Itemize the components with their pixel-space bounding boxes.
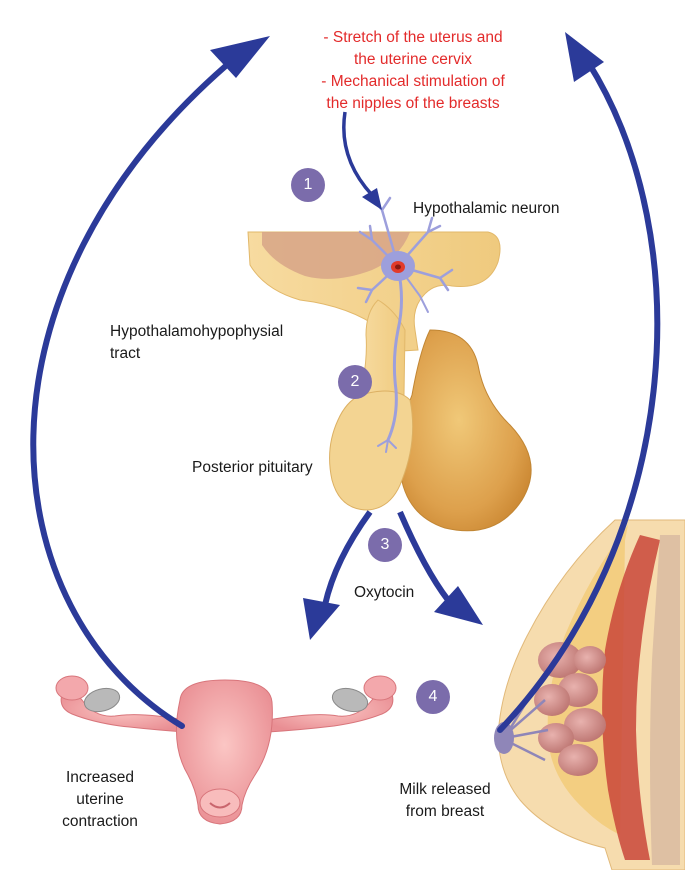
uterus-right-fimbria [363,675,397,701]
arrow-pituitary-to-breast [397,510,451,602]
step-3-badge: 3 [368,528,402,562]
stimulus-line-3: - Mechanical stimulation of [321,73,505,90]
step-4-badge: 4 [416,680,450,714]
stimulus-line-1: - Stretch of the uterus and [323,29,503,46]
tract-label-line-2: tract [110,345,141,362]
stimulus-line-4: the nipples of the breasts [326,95,500,112]
breast-illustration [494,519,685,871]
stimulus-line-2: the uterine cervix [353,51,473,68]
arrowhead-stimulus-to-neuron [362,188,382,210]
step-2-badge: 2 [338,365,372,399]
feedback-arrows [30,32,661,733]
tract-label-line-1: Hypothalamohypophysial [110,323,284,340]
posterior-pituitary-lobe [329,390,414,511]
uterus-label-line-2: uterine [76,791,124,808]
breast-label-line-1: Milk released [399,781,491,798]
arrowhead-right-up [565,32,604,82]
arrow-pituitary-to-uterus [322,510,373,606]
arrow-uterus-to-stimulus [30,55,238,729]
arrow-breast-to-stimulus [497,59,661,733]
arrowhead-to-breast [434,586,483,625]
left-ovary [83,687,121,713]
uterus-label-line-3: contraction [62,813,138,830]
arrowhead-to-uterus [303,598,340,640]
uterus-label-line-1: Increased [65,769,135,786]
rib-column [650,535,680,865]
arrow-stimulus-to-neuron [342,111,374,197]
pectoral-muscle [602,535,660,860]
hypothalamic-neuron-label: Hypothalamic neuron [413,200,560,217]
right-ovary [331,687,369,713]
step-1-badge: 1 [291,168,325,202]
breast-label-line-2: from breast [405,803,485,820]
third-ventricle-region [262,232,410,279]
uterus-left-fimbria [55,675,89,701]
hypothalamus-pituitary-illustration [247,196,532,532]
oxytocin-label: Oxytocin [354,584,415,601]
anterior-pituitary [399,329,532,532]
mammary-lobules [534,642,606,776]
uterine-cervix [199,788,241,818]
posterior-pituitary-label: Posterior pituitary [192,459,313,476]
arrowhead-left-up [210,36,270,78]
uterus-illustration [55,675,397,825]
uterus-body [175,679,273,825]
